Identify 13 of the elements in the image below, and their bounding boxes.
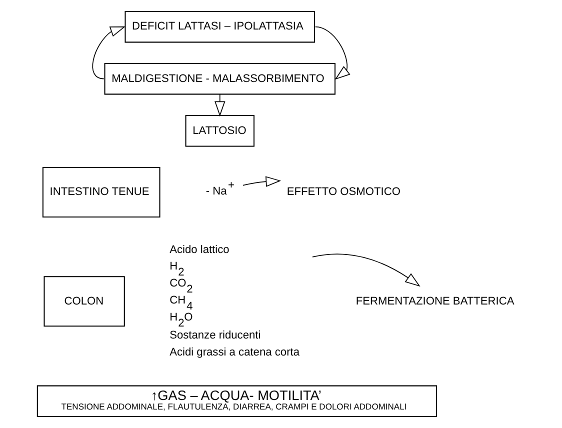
node-box: ↑GAS – ACQUA- MOTILITA’ TENSIONE ADDOMINALE, FLAUTULENZA, DIARREA, CRAMPI E DOLORI ADDOMINALI (36, 385, 436, 418)
arrow (314, 26, 350, 80)
node-box: DEFICIT LATTASI – IPOLATTASIA (124, 10, 315, 43)
arrow (312, 254, 420, 287)
node-box: COLON (43, 276, 124, 327)
node-box: INTESTINO TENUE (42, 167, 160, 218)
node-box: LATTOSIO (184, 115, 254, 147)
arrow (92, 26, 126, 80)
node-text: EFFETTO OSMOTICO (286, 186, 400, 198)
node-text: FERMENTAZIONE BATTERICA (355, 295, 514, 308)
arrow (242, 176, 281, 187)
node-box: MALDIGESTIONE - MALASSORBIMENTO (104, 62, 336, 95)
arrow (214, 94, 225, 117)
